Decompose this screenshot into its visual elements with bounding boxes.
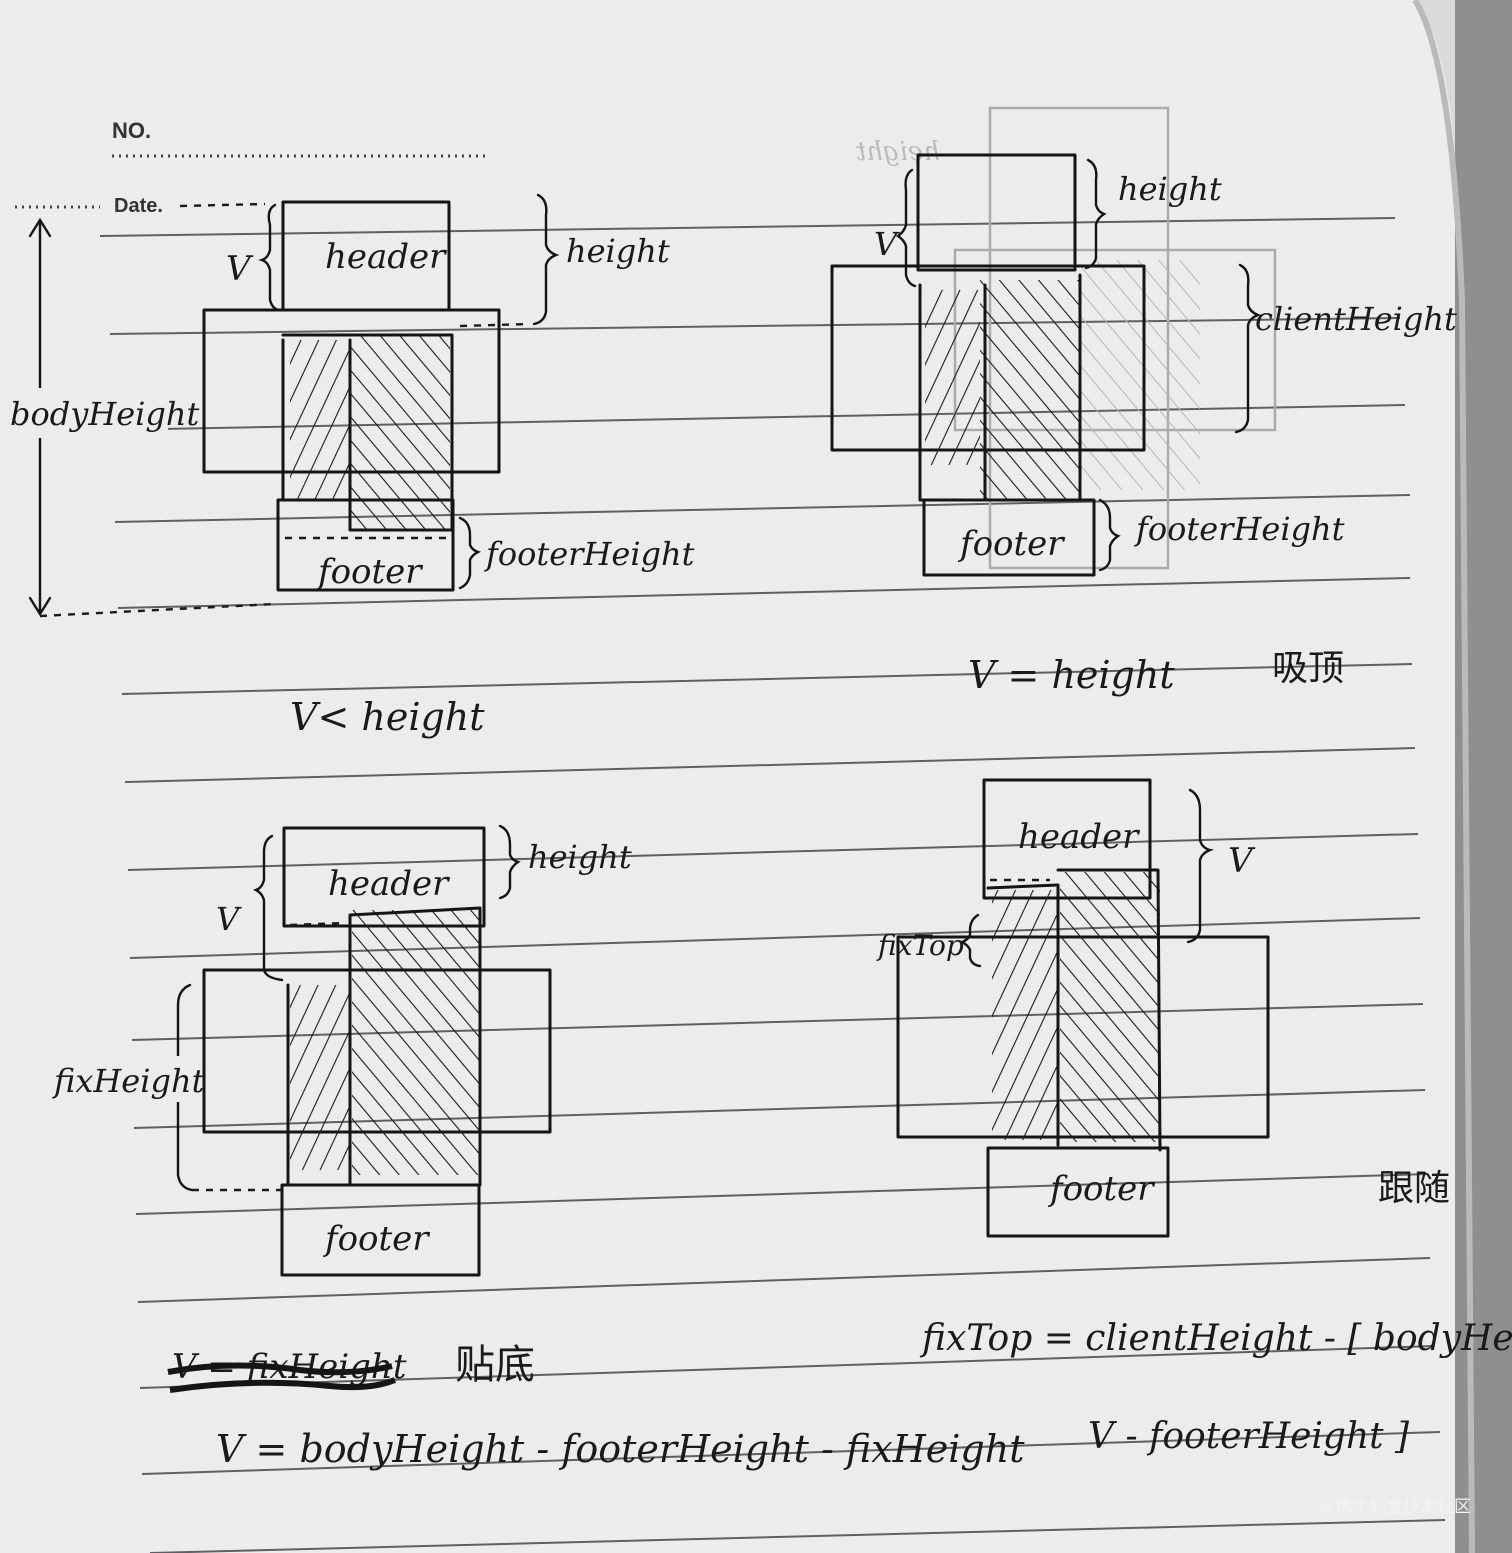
- footer-box: [280, 1183, 481, 1277]
- formulas: V = fixHeight 贴底 V = bodyHeight - footer…: [167, 1318, 1512, 1471]
- hatch-left: [925, 290, 980, 465]
- v-label: V: [1228, 841, 1256, 881]
- no-label: NO.: [112, 118, 151, 143]
- v-label: V: [874, 225, 900, 263]
- hatch-right: [352, 910, 480, 1175]
- footer-height-label: footerHeight: [1134, 510, 1345, 548]
- condition-label: V = height: [968, 653, 1175, 697]
- height-label: height: [528, 838, 632, 876]
- hatch-left: [290, 340, 350, 500]
- formula-right-line1: fixTop = clientHeight - [ bodyHeight -: [919, 1318, 1512, 1359]
- diagram-top-right: footer V height clientHeight footerHeigh…: [830, 153, 1457, 697]
- footer-label: footer: [315, 552, 423, 592]
- footer-box: [276, 498, 455, 592]
- v-label: V: [226, 249, 254, 289]
- formula-bottom-left: V = bodyHeight - footerHeight - fixHeigh…: [216, 1427, 1025, 1471]
- condition-label: V< height: [290, 695, 485, 739]
- formula-right-line2: V - footerHeight ]: [1088, 1416, 1410, 1457]
- footer-label: footer: [322, 1219, 430, 1259]
- footer-label: footer: [957, 524, 1065, 564]
- footer-label: footer: [1047, 1169, 1155, 1209]
- watermark: @稀土掘金技术社区: [1318, 1497, 1471, 1517]
- footer-height-label: footerHeight: [484, 535, 695, 573]
- svg-text:height: height: [855, 137, 940, 167]
- hatch-right: [980, 280, 1080, 500]
- height-label: height: [1118, 170, 1222, 208]
- v-label: V: [216, 900, 242, 938]
- bottom-note: 贴底: [455, 1342, 535, 1388]
- fix-top-label: fixTop: [876, 929, 964, 962]
- fix-height-label: fixHeight: [52, 1062, 205, 1100]
- date-label: Date.: [114, 195, 163, 217]
- note-label: 吸顶: [1272, 648, 1344, 689]
- header-label: header: [1018, 817, 1140, 857]
- header-label: header: [325, 237, 447, 277]
- hatch-left: [992, 890, 1058, 1140]
- diagram-bottom-right: header footer V fixTop 跟随: [876, 778, 1450, 1238]
- diagram-bottom-left: header footer V height fixHeight: [52, 824, 632, 1277]
- hatch-right: [350, 335, 450, 530]
- client-height-label: clientHeight: [1255, 300, 1457, 338]
- height-label: height: [566, 232, 670, 270]
- footer-box: [922, 498, 1096, 577]
- hatch-left: [290, 985, 350, 1170]
- body-height-label: bodyHeight: [10, 395, 199, 433]
- hatch-right: [1060, 872, 1160, 1142]
- note-label: 跟随: [1378, 1168, 1450, 1209]
- header-box: [916, 153, 1077, 272]
- header-label: header: [328, 864, 450, 904]
- footer-box: [986, 1146, 1170, 1238]
- diagram-top-left: header footer V height bodyHeight footer…: [8, 193, 695, 739]
